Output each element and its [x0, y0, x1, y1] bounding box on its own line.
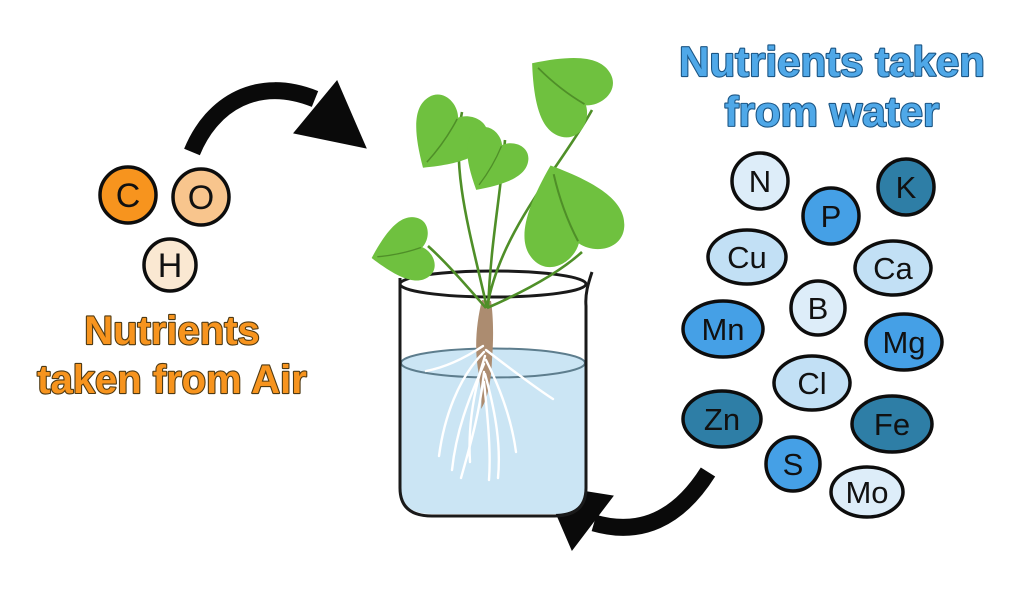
- element-bubble-shape: [876, 157, 936, 217]
- element-symbol-label: Ca: [873, 251, 913, 286]
- element-symbol-label: Mg: [882, 325, 925, 360]
- element-bubble-shape: [864, 312, 944, 372]
- element-bubble-shape: [171, 167, 231, 227]
- element-bubble-Zn: Zn: [681, 389, 763, 449]
- element-bubble-shape: [772, 354, 852, 412]
- element-bubble-H: H: [142, 237, 198, 293]
- element-bubble-shape: [681, 389, 763, 449]
- element-symbol-label: B: [808, 291, 829, 326]
- root-fibers: [424, 344, 555, 482]
- element-symbol-label: C: [116, 177, 141, 215]
- beaker-water: [400, 347, 586, 514]
- element-bubble-Mo: Mo: [829, 465, 905, 519]
- air-title: Nutrients taken from Air: [36, 308, 308, 403]
- plant-root: [476, 300, 494, 409]
- air-title-line1: Nutrients: [84, 309, 260, 353]
- element-symbol-label: N: [749, 164, 771, 199]
- element-symbol-label: K: [896, 170, 917, 205]
- element-bubble-Cl: Cl: [772, 354, 852, 412]
- air-element-bubbles: C OH: [98, 165, 231, 293]
- element-symbol-label: Mn: [701, 312, 744, 347]
- air-title-line2: taken from Air: [37, 358, 307, 402]
- element-bubble-shape: [853, 239, 933, 297]
- element-bubble-Cu: Cu: [706, 228, 788, 286]
- element-symbol-label: Fe: [874, 407, 910, 442]
- element-bubble-B: B: [789, 279, 847, 337]
- element-bubble-shape: [850, 394, 934, 454]
- element-symbol-label: Cu: [727, 240, 767, 275]
- plant-leaves: [364, 29, 633, 290]
- leaf-icon: [505, 29, 622, 147]
- element-bubble-C: C: [98, 165, 158, 225]
- element-bubble-shape: [706, 228, 788, 286]
- element-symbol-label: Cl: [797, 366, 826, 401]
- element-bubble-O: O: [171, 167, 231, 227]
- element-bubble-shape: [764, 435, 822, 493]
- element-bubble-shape: [681, 299, 765, 359]
- element-bubble-shape: [98, 165, 158, 225]
- element-symbol-label: Mo: [845, 475, 888, 510]
- element-bubble-Fe: Fe: [850, 394, 934, 454]
- element-bubble-shape: [789, 279, 847, 337]
- element-bubble-shape: [730, 151, 790, 211]
- water-title-line1: Nutrients taken: [679, 38, 985, 85]
- element-symbol-label: S: [783, 447, 804, 482]
- element-symbol-label: P: [821, 199, 842, 234]
- water-title: Nutrients taken from water: [678, 37, 986, 136]
- element-bubble-Ca: Ca: [853, 239, 933, 297]
- element-bubble-K: K: [876, 157, 936, 217]
- element-bubble-P: P: [801, 186, 861, 246]
- element-symbol-label: H: [158, 247, 183, 285]
- element-bubble-N: N: [730, 151, 790, 211]
- element-symbol-label: Zn: [704, 402, 740, 437]
- element-symbol-label: O: [188, 179, 214, 217]
- element-bubble-shape: [801, 186, 861, 246]
- beaker: [398, 269, 594, 518]
- element-bubble-S: S: [764, 435, 822, 493]
- air-to-plant-arrow-icon: [184, 80, 367, 156]
- element-bubble-Mn: Mn: [681, 299, 765, 359]
- water-title-line2: from water: [725, 88, 940, 135]
- element-bubble-shape: [142, 237, 198, 293]
- element-bubble-Mg: Mg: [864, 312, 944, 372]
- element-bubble-shape: [829, 465, 905, 519]
- leaf-icon: [364, 213, 439, 290]
